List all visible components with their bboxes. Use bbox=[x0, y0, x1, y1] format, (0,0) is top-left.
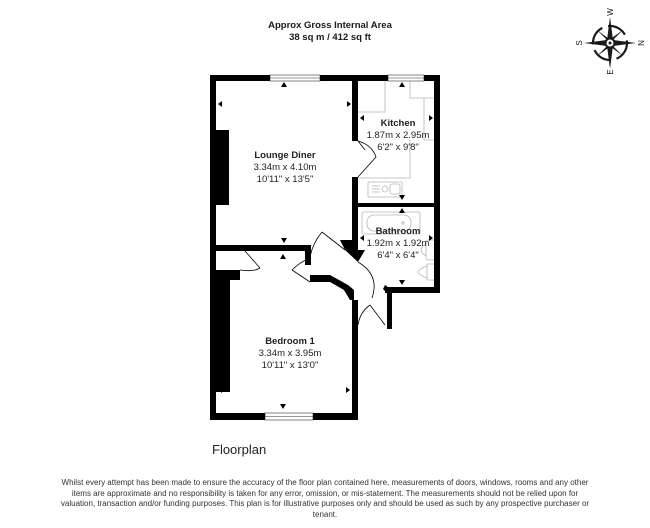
disclaimer-text: Whilst every attempt has been made to en… bbox=[60, 478, 590, 519]
room-name: Kitchen bbox=[380, 118, 416, 129]
room-metric: 1.92m x 1.92m bbox=[366, 238, 430, 249]
plan-title: Floorplan bbox=[212, 442, 267, 457]
gross-area-title: Approx Gross Internal Area bbox=[268, 20, 392, 31]
walls bbox=[210, 75, 440, 420]
gross-area-header: Approx Gross Internal Area 38 sq m / 412… bbox=[240, 20, 420, 44]
room-metric: 3.34m x 3.95m bbox=[258, 348, 322, 359]
gross-area-value: 38 sq m / 412 sq ft bbox=[289, 32, 371, 43]
room-imperial: 10'11" x 13'5" bbox=[256, 174, 314, 185]
room-imperial: 6'2" x 9'8" bbox=[377, 142, 419, 153]
compass-west-label: W bbox=[606, 8, 615, 16]
room-imperial: 6'4" x 6'4" bbox=[377, 250, 419, 261]
room-metric: 1.87m x 2.95m bbox=[366, 130, 430, 141]
compass-north-label: N bbox=[637, 40, 645, 46]
room-name: Lounge Diner bbox=[254, 150, 316, 161]
bathroom-fixtures bbox=[361, 211, 436, 281]
compass-rose-icon: W N E S bbox=[575, 8, 645, 75]
room-label-bedroom-1: Bedroom 1 3.34m x 3.95m 10'11" x 13'0" bbox=[240, 336, 340, 372]
door-swings bbox=[239, 140, 386, 326]
room-label-lounge-diner: Lounge Diner 3.34m x 4.10m 10'11" x 13'5… bbox=[235, 150, 335, 186]
kitchen-fixtures bbox=[358, 81, 435, 198]
dimension-markers bbox=[218, 82, 433, 409]
room-name: Bathroom bbox=[375, 226, 421, 237]
floorplan-drawing bbox=[210, 74, 440, 421]
room-label-kitchen: Kitchen 1.87m x 2.95m 6'2" x 9'8" bbox=[358, 118, 438, 154]
room-label-bathroom: Bathroom 1.92m x 1.92m 6'4" x 6'4" bbox=[358, 226, 438, 262]
room-metric: 3.34m x 4.10m bbox=[253, 162, 317, 173]
compass-south-label: S bbox=[575, 40, 584, 45]
room-imperial: 10'11" x 13'0" bbox=[261, 360, 319, 371]
compass-east-label: E bbox=[606, 69, 615, 74]
room-name: Bedroom 1 bbox=[265, 336, 315, 347]
